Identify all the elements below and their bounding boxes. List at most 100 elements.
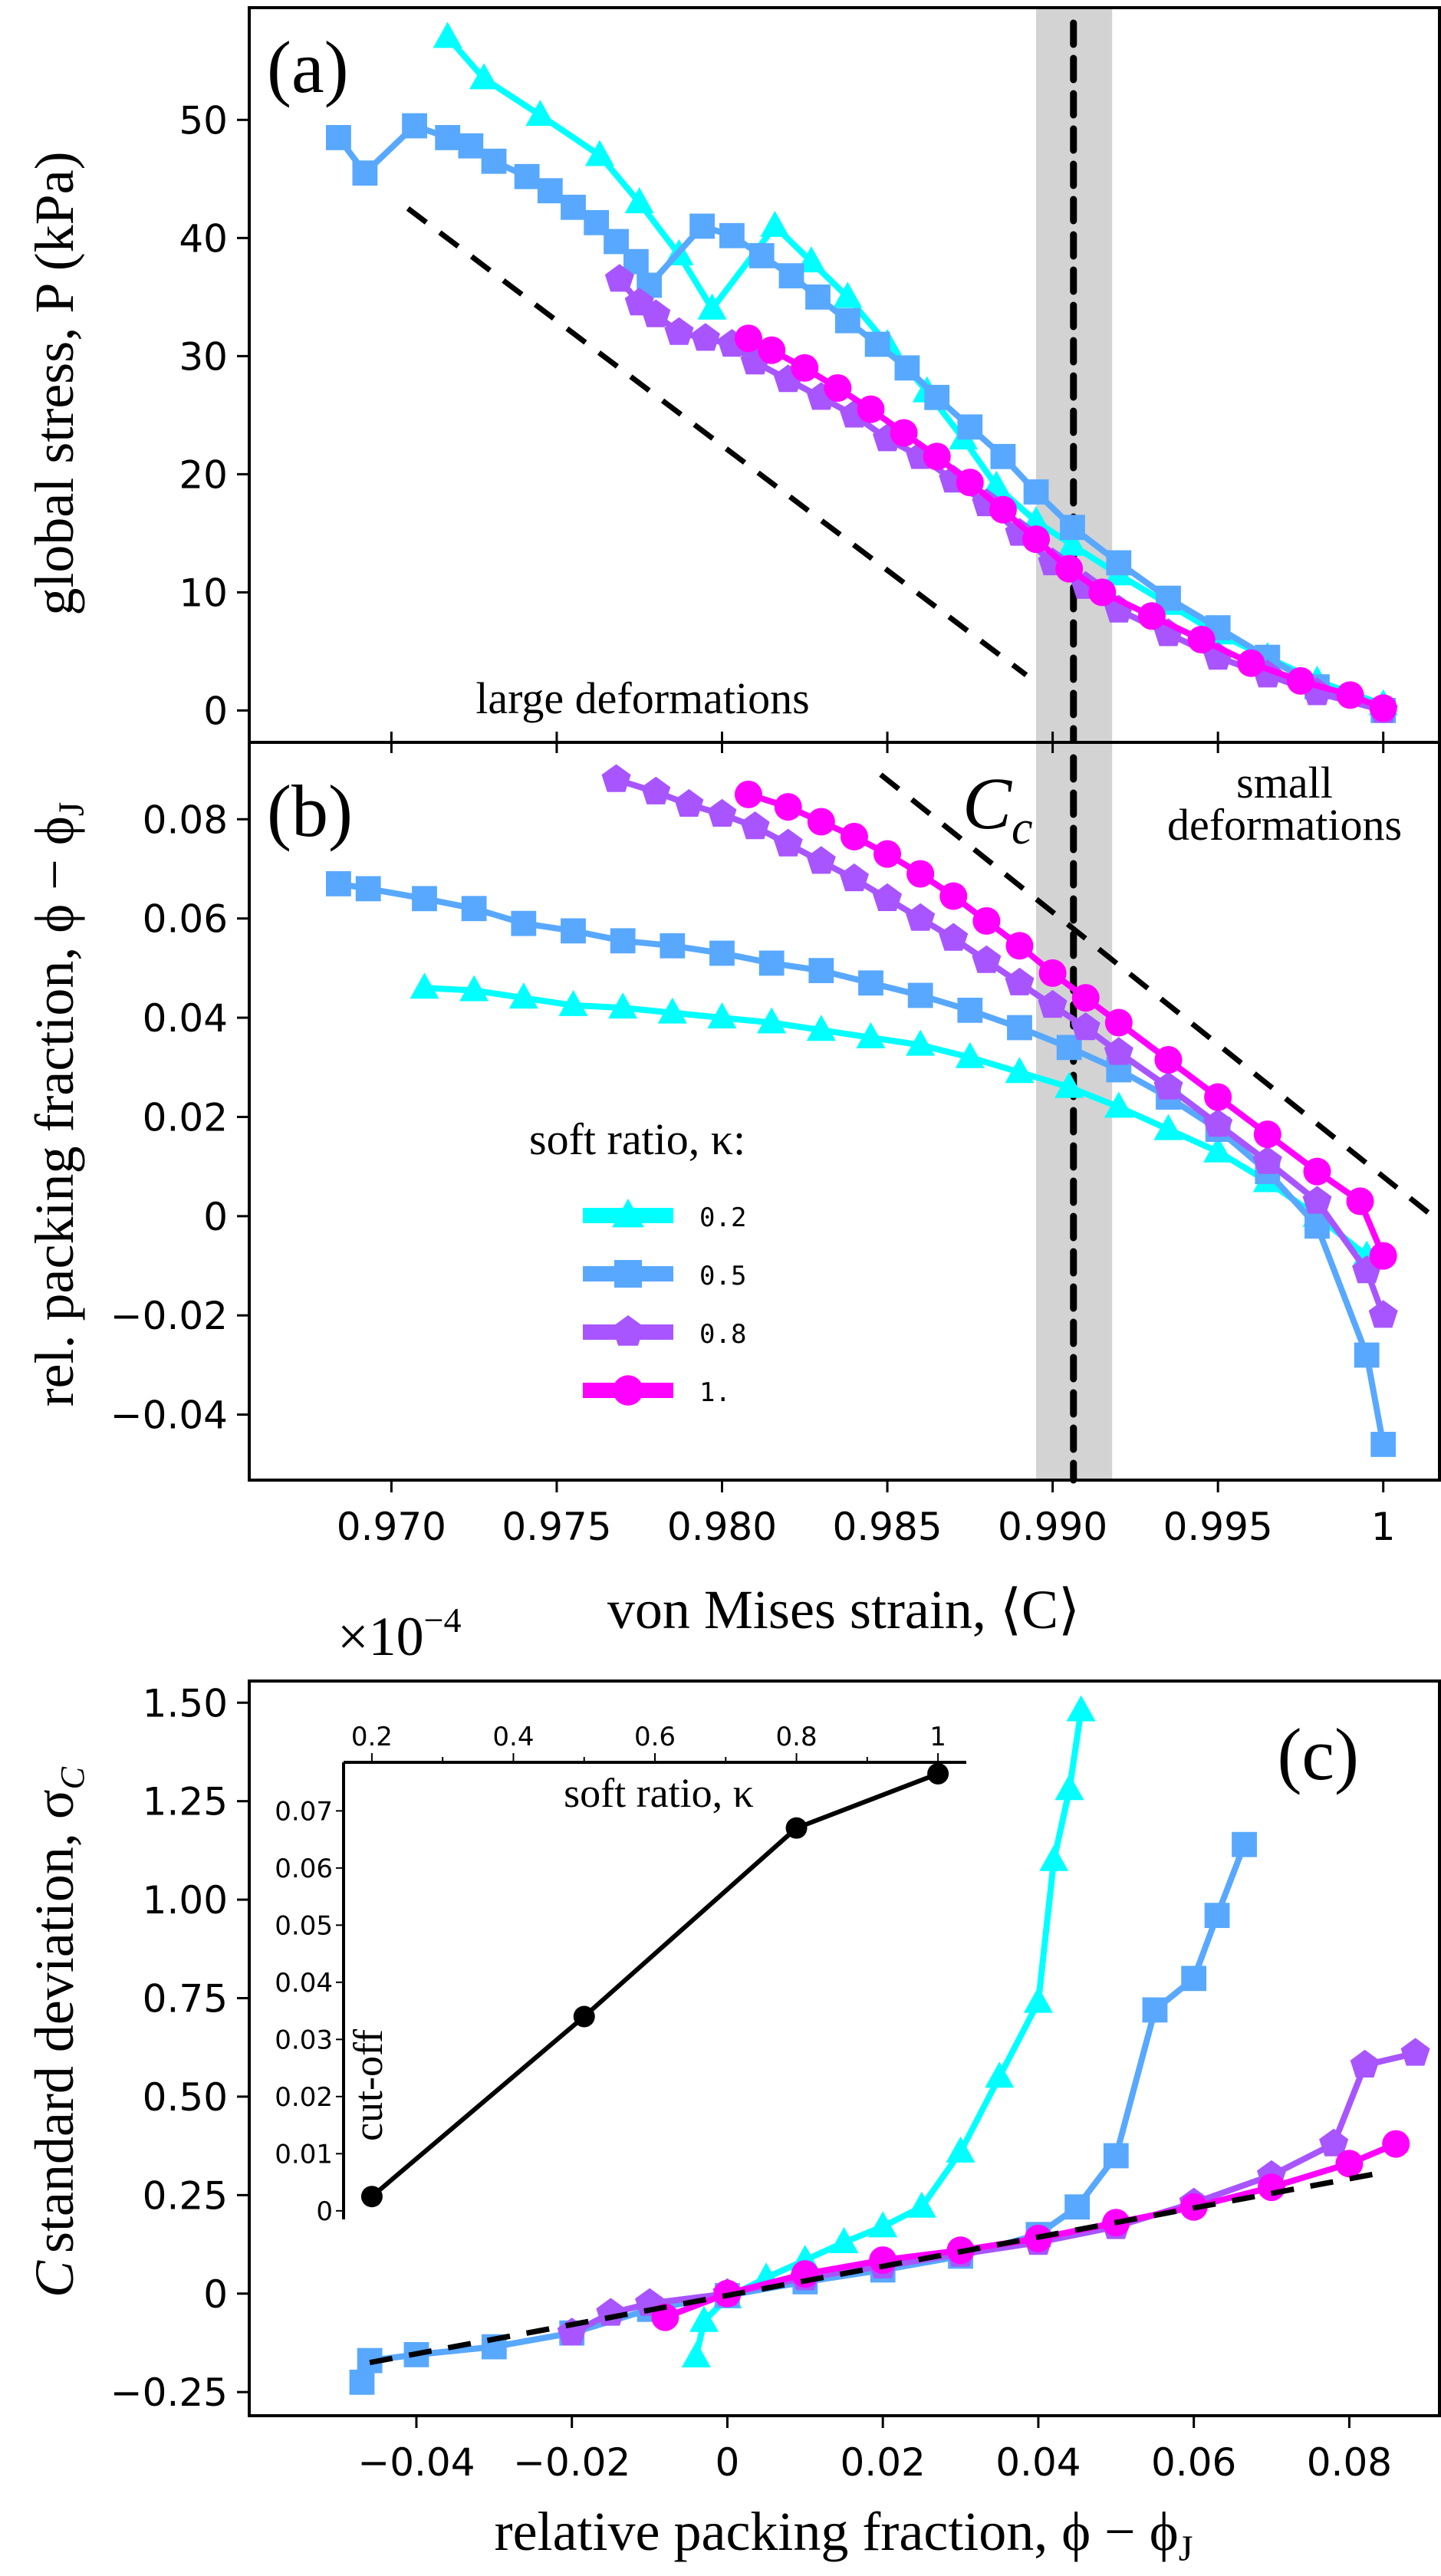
data-point-k05 <box>610 928 636 954</box>
data-point-k05 <box>461 896 487 922</box>
y-tick-label: 0 <box>203 689 228 733</box>
data-point-k10 <box>939 882 968 910</box>
data-point-k08 <box>873 883 903 911</box>
y-multiplier-exp: −4 <box>424 1601 462 1640</box>
data-point-k02 <box>707 1002 737 1029</box>
data-point-k05 <box>864 331 890 357</box>
data-point-k05 <box>514 163 540 189</box>
inset-x-tick-label: 0.2 <box>351 1722 393 1752</box>
legend-marker-circle <box>613 1375 643 1406</box>
data-point-k02 <box>469 63 499 90</box>
data-point-k02 <box>508 982 538 1009</box>
legend-item-k08: 0.8 <box>583 1315 746 1350</box>
data-point-k05 <box>349 2369 375 2395</box>
legend: soft ratio, κ:0.20.50.81. <box>529 1114 746 1408</box>
data-point-k05 <box>402 113 427 139</box>
data-point-k08 <box>596 2298 626 2326</box>
y-multiplier-base: ×10 <box>337 1606 424 1667</box>
panel-label-a: (a) <box>267 26 349 108</box>
data-point-k08 <box>773 828 803 857</box>
inset-y-tick-label: 0.01 <box>275 2139 333 2170</box>
data-point-k08 <box>839 863 869 892</box>
data-point-k05 <box>561 194 586 220</box>
inset-x-tick-label: 0.8 <box>776 1722 818 1752</box>
y-tick-label: 0.02 <box>143 1095 228 1140</box>
data-point-k08 <box>690 323 720 351</box>
data-point-k02 <box>1023 1986 1053 2013</box>
y-tick-label: 0.75 <box>143 1977 228 2022</box>
ylabel-c-group: Cstandard deviation, σC <box>24 1766 91 2298</box>
data-point-k10 <box>1137 602 1166 630</box>
y-tick-label: −0.25 <box>110 2370 228 2415</box>
data-point-k02 <box>955 1041 985 1068</box>
data-point-k02 <box>946 2136 975 2163</box>
inset-data-point <box>785 1817 808 1839</box>
legend-label: 0.8 <box>699 1319 746 1350</box>
data-point-k08 <box>972 945 1002 973</box>
y-tick-label: −0.02 <box>110 1294 228 1338</box>
ylabel-c: Cstandard deviation, σC <box>24 1766 91 2298</box>
annotation-small: small <box>1236 758 1333 808</box>
legend-marker-square <box>614 1259 643 1288</box>
data-point-k02 <box>558 989 588 1016</box>
data-point-k05 <box>957 997 983 1023</box>
data-point-k08 <box>1252 1146 1282 1174</box>
y-tick-label: 0.08 <box>143 798 228 842</box>
data-point-k05 <box>1023 479 1049 505</box>
y-tick-label: 40 <box>179 216 228 261</box>
inset-xlabel: soft ratio, κ <box>564 1770 754 1816</box>
panel-c: −0.2500.250.500.751.001.251.50−0.04−0.02… <box>110 1679 1441 2485</box>
data-point-k10 <box>989 495 1017 524</box>
data-point-k05 <box>458 133 484 159</box>
y-tick-label: 0.04 <box>143 996 228 1041</box>
data-point-k10 <box>906 860 935 888</box>
data-point-k10 <box>1088 578 1117 607</box>
data-point-k05 <box>1370 1432 1397 1457</box>
data-point-k05 <box>537 178 563 204</box>
series-line-k05 <box>359 1843 1248 2384</box>
x-tick-label: 1 <box>1371 1505 1396 1549</box>
y-tick-label: 30 <box>179 334 228 379</box>
data-point-k02 <box>697 293 727 320</box>
data-point-k08 <box>806 846 836 874</box>
data-point-k05 <box>352 160 378 186</box>
data-point-k02 <box>1153 1114 1183 1140</box>
legend-marker-triangle <box>612 1199 644 1228</box>
data-point-k10 <box>807 808 835 836</box>
data-point-k05 <box>805 284 831 310</box>
inset-y-tick-label: 0.03 <box>275 2025 333 2055</box>
inset-y-tick-label: 0.02 <box>275 2082 333 2113</box>
data-point-k02 <box>525 100 555 127</box>
data-point-k10 <box>1154 1046 1183 1074</box>
data-point-k05 <box>778 263 804 289</box>
x-tick-label: 0.08 <box>1307 2440 1392 2485</box>
x-tick-label: 0.980 <box>667 1505 777 1549</box>
data-point-k05 <box>834 308 860 334</box>
series-k05 <box>326 870 1397 1457</box>
inset-x-tick-label: 0.6 <box>634 1722 676 1752</box>
ylabel-c-sub: C <box>54 1766 91 1789</box>
data-point-k10 <box>857 395 885 423</box>
data-point-k10 <box>1253 1120 1281 1149</box>
y-tick-label: 1.25 <box>143 1780 228 1824</box>
x-tick-label: 0.990 <box>998 1505 1107 1549</box>
data-point-k02 <box>760 210 790 237</box>
y-tick-label: 0.50 <box>143 2075 228 2120</box>
data-point-k10 <box>734 324 762 353</box>
data-point-k05 <box>907 982 933 1008</box>
data-point-k02 <box>681 2341 711 2367</box>
data-point-k10 <box>1038 959 1067 987</box>
data-point-k02 <box>1005 1057 1035 1084</box>
data-point-k05 <box>481 148 507 174</box>
data-point-k05 <box>1204 1903 1230 1929</box>
data-point-k08 <box>641 299 671 327</box>
data-point-k05 <box>326 125 351 150</box>
legend-item-k10: 1. <box>583 1375 731 1408</box>
data-point-k10 <box>1204 1083 1232 1111</box>
data-point-k08 <box>939 923 969 951</box>
data-point-k08 <box>1400 2038 1430 2066</box>
